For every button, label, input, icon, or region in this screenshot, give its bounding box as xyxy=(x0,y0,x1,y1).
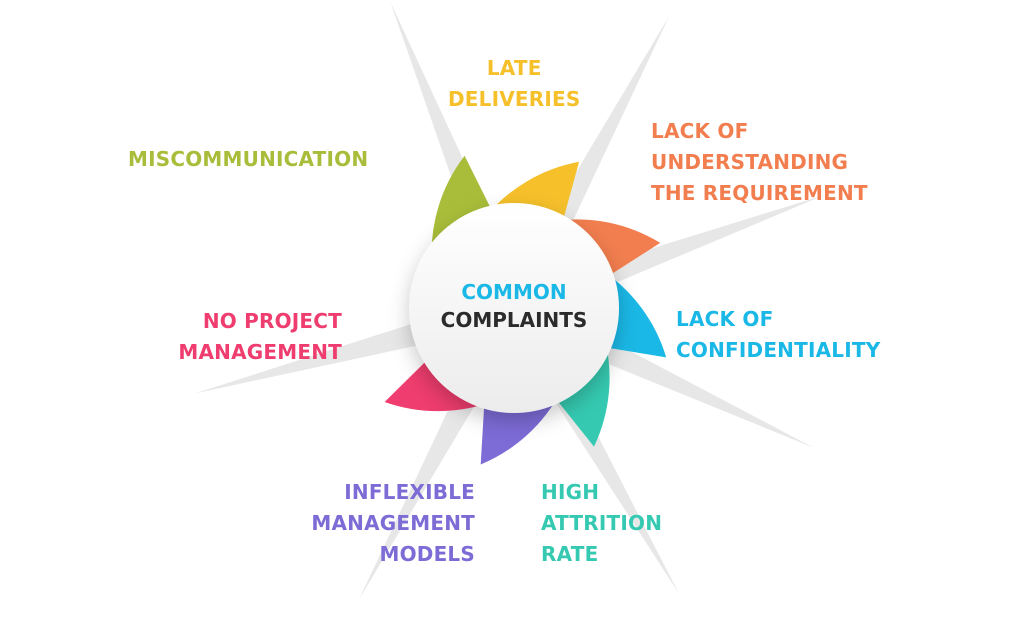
label-lack-of-understanding: LACK OF UNDERSTANDING THE REQUIREMENT xyxy=(651,116,868,209)
label-line: NO PROJECT xyxy=(202,309,342,333)
label-line: LACK OF xyxy=(676,307,774,331)
label-line: MODELS xyxy=(379,542,475,566)
label-line: LACK OF xyxy=(651,119,749,143)
label-inflexible-management-models: INFLEXIBLE MANAGEMENT MODELS xyxy=(311,477,475,570)
label-line: UNDERSTANDING xyxy=(651,150,849,174)
label-miscommunication: MISCOMMUNICATION xyxy=(128,144,368,175)
label-high-attrition-rate: HIGH ATTRITION RATE xyxy=(541,477,662,570)
label-line: THE REQUIREMENT xyxy=(651,181,868,205)
center-title-line1: COMMON xyxy=(461,280,567,304)
center-title: COMMON COMPLAINTS xyxy=(407,278,621,334)
label-line: MANAGEMENT xyxy=(311,511,475,535)
shadow-ray xyxy=(598,195,825,287)
label-no-project-management: NO PROJECT MANAGEMENT xyxy=(178,306,342,368)
label-line: LATE xyxy=(486,56,542,80)
shadow-ray xyxy=(359,385,480,600)
label-line: RATE xyxy=(541,542,599,566)
label-line: ATTRITION xyxy=(541,511,663,535)
shadow-ray xyxy=(548,16,669,231)
shadow-ray xyxy=(551,383,679,594)
shadow-rays xyxy=(195,2,825,600)
label-line: MANAGEMENT xyxy=(178,340,342,364)
shadow-ray xyxy=(195,321,426,394)
center-disc xyxy=(409,203,619,413)
center-title-line2: COMPLAINTS xyxy=(440,308,588,332)
label-line: DELIVERIES xyxy=(448,87,581,111)
shadow-ray xyxy=(594,337,814,448)
label-line: MISCOMMUNICATION xyxy=(128,147,369,171)
label-line: CONFIDENTIALITY xyxy=(676,338,881,362)
label-line: HIGH xyxy=(541,480,600,504)
label-late-deliveries: LATE DELIVERIES xyxy=(448,53,581,115)
label-line: INFLEXIBLE xyxy=(344,480,475,504)
label-lack-of-confidentiality: LACK OF CONFIDENTIALITY xyxy=(676,304,880,366)
